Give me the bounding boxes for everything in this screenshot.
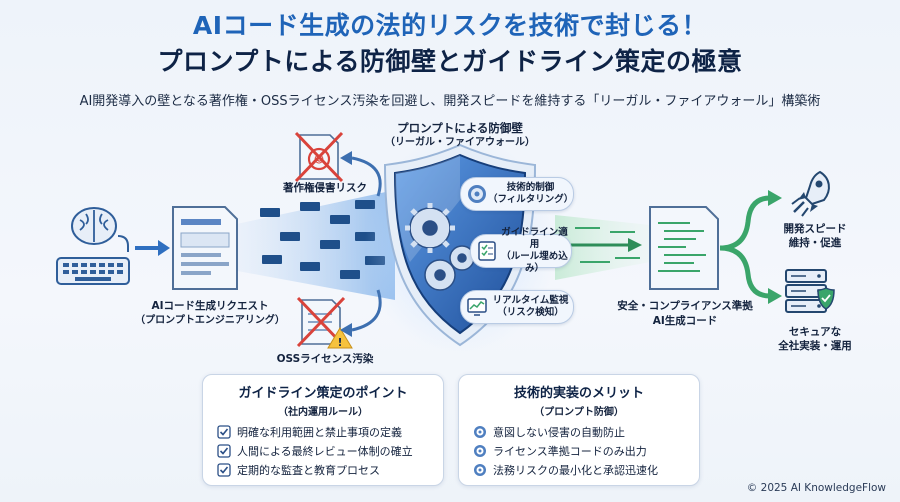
technical-card-title: 技術的実装のメリット	[513, 386, 644, 401]
monitor-chart-icon	[467, 298, 487, 316]
guideline-card: ガイドライン策定のポイント （社内運用ルール） 明確な利用範囲と禁止事項の定義 …	[202, 374, 444, 486]
input-request-sublabel: （プロンプトエンジニアリング）	[135, 315, 285, 326]
outcome-secure-sublabel: 全社実装・運用	[778, 340, 852, 352]
checkbox-check-icon	[217, 462, 231, 477]
risk-oss-label: OSSライセンス汚染	[276, 353, 374, 365]
gear-icon	[474, 444, 486, 457]
list-item-text: 人間による最終レビュー体制の確立	[237, 444, 413, 458]
copyright-notice: © 2025 AI KnowledgeFlow	[746, 482, 886, 494]
branch-arrow-bottom	[719, 245, 771, 299]
control-label: ガイドライン適用	[501, 227, 568, 250]
list-item: 明確な利用範囲と禁止事項の定義	[217, 422, 443, 441]
oss-document-icon: !	[296, 296, 353, 349]
control-pill-guideline: ガイドライン適用（ルール埋め込み）	[470, 227, 572, 274]
control-label: リアルタイム監視	[492, 295, 569, 306]
gear-icon	[468, 185, 486, 203]
gear-teeth	[405, 203, 455, 253]
gear-icon	[474, 463, 486, 476]
subtitle: AI開発導入の壁となる著作権・OSSライセンス汚染を回避し、開発スピードを維持す…	[79, 94, 821, 109]
svg-text:!: !	[337, 336, 342, 349]
keyboard-icon	[56, 257, 130, 285]
gear-icon	[474, 425, 486, 438]
branch-arrow-top	[719, 195, 771, 251]
list-item: ライセンス準拠コードのみ出力	[473, 441, 699, 460]
technical-card-subtitle: （プロンプト防御）	[534, 407, 624, 418]
list-item-text: 定期的な監査と教育プロセス	[237, 463, 380, 477]
title-line-2: プロンプトによる防御壁とガイドライン策定の極意	[157, 47, 743, 76]
list-item: 意図しない侵害の自動防止	[473, 422, 699, 441]
control-sublabel: （ルール埋め込み）	[501, 251, 568, 274]
control-pill-filtering: 技術的制御（フィルタリング）	[460, 177, 574, 211]
code-fragments	[260, 200, 385, 279]
checkbox-check-icon	[217, 424, 231, 439]
output-code-document-icon	[649, 206, 719, 290]
request-document-icon	[172, 206, 238, 290]
list-item-text: 意図しない侵害の自動防止	[493, 425, 625, 439]
input-request-label: AIコード生成リクエスト	[151, 300, 269, 312]
list-item: 法務リスクの最小化と承認迅速化	[473, 460, 699, 479]
outcome-speed-label: 開発スピード	[783, 223, 847, 235]
gear-cluster-icon	[409, 207, 475, 291]
control-sublabel: （フィルタリング）	[488, 194, 574, 205]
checklist-icon	[478, 241, 496, 261]
list-item: 人間による最終レビュー体制の確立	[217, 441, 443, 460]
list-item-text: 法務リスクの最小化と承認迅速化	[493, 463, 658, 477]
shield-title: プロンプトによる防御壁	[397, 121, 523, 135]
risk-copyright-label: 著作権侵害リスク	[283, 182, 367, 194]
outcome-speed-sublabel: 維持・促進	[788, 237, 842, 249]
shield-subtitle: （リーガル・ファイアウォール）	[385, 137, 535, 148]
brain-icon	[71, 207, 117, 245]
outcome-secure-label: セキュアな	[788, 326, 842, 338]
output-code-label: 安全・コンプライアンス準拠	[617, 300, 753, 312]
technical-card: 技術的実装のメリット （プロンプト防御） 意図しない侵害の自動防止 ライセンス準…	[458, 374, 700, 486]
copyright-document-icon: ©	[294, 131, 344, 183]
title-line-1: AIコード生成の法的リスクを技術で封じる！	[192, 11, 708, 40]
server-shield-icon	[785, 269, 835, 313]
output-code-lines	[575, 227, 640, 263]
rocket-icon	[791, 170, 830, 217]
list-item: 定期的な監査と教育プロセス	[217, 460, 443, 479]
output-code-sublabel: AI生成コード	[652, 315, 718, 327]
cable-line	[117, 235, 129, 252]
control-sublabel: （リスク検知）	[497, 307, 564, 318]
list-item-text: 明確な利用範囲と禁止事項の定義	[237, 425, 402, 439]
control-label: 技術的制御	[506, 182, 555, 193]
checkbox-check-icon	[217, 443, 231, 458]
guideline-card-title: ガイドライン策定のポイント	[238, 386, 408, 401]
guideline-card-subtitle: （社内運用ルール）	[278, 407, 368, 418]
list-item-text: ライセンス準拠コードのみ出力	[493, 444, 647, 458]
control-pill-monitoring: リアルタイム監視（リスク検知）	[460, 290, 574, 324]
